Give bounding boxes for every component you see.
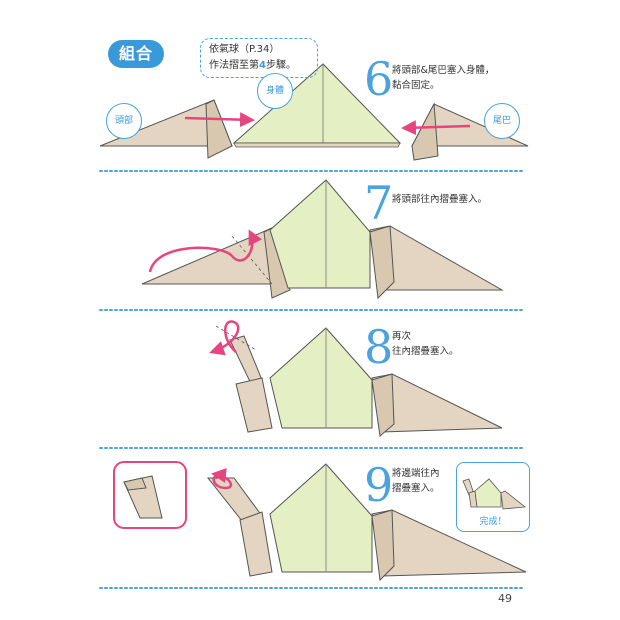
section-title-badge: 組合 xyxy=(108,40,164,68)
completed-preview: 完成！ xyxy=(456,462,530,532)
step8-number: 8 xyxy=(364,320,394,374)
head-tag: 頭部 xyxy=(106,103,142,139)
step7-dinosaur xyxy=(141,179,504,300)
step6-number: 6 xyxy=(364,52,394,106)
page-number: 49 xyxy=(498,592,512,605)
completed-label: 完成！ xyxy=(479,517,507,527)
reference-note-line2: 作法摺至第4步驟。 xyxy=(209,60,296,71)
body-tag: 身體 xyxy=(257,73,293,109)
completed-dinosaur-icon xyxy=(462,478,527,510)
step9-dinosaur xyxy=(206,463,527,582)
step9-number: 9 xyxy=(364,458,394,512)
step7-fold-arrow xyxy=(148,229,263,273)
tail-tag: 尾巴 xyxy=(484,103,520,139)
step9-text: 將邊端往內 摺疊塞入。 xyxy=(392,468,440,494)
step6-text: 將頭部&尾巴塞入身體， 黏合固定。 xyxy=(392,65,495,91)
step8-text: 再次 往內摺疊塞入。 xyxy=(392,331,459,357)
step6-body-piece xyxy=(232,63,402,148)
step6-arrow-tail xyxy=(401,120,471,136)
step9-detail-head xyxy=(123,475,163,519)
step7-text: 將頭部往內摺疊塞入。 xyxy=(392,194,488,205)
step7-number: 7 xyxy=(364,176,394,230)
step9-fold-arrow xyxy=(211,468,233,490)
step8-fold-arrow xyxy=(209,320,240,356)
step8-dinosaur xyxy=(215,325,503,437)
reference-note: 依氣球（P.34） 作法摺至第4步驟。 xyxy=(200,38,318,78)
reference-note-line1: 依氣球（P.34） xyxy=(209,44,280,55)
step6-arrow-head xyxy=(184,112,255,128)
reference-step-highlight: 4 xyxy=(259,60,266,71)
